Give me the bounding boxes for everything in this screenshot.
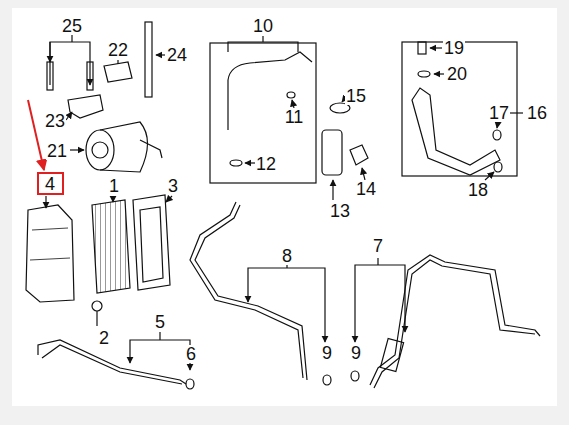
- callout-number: 15: [345, 87, 367, 105]
- callout-number: 18: [467, 181, 489, 199]
- callout-number: 16: [526, 104, 548, 122]
- callout-number: 24: [166, 46, 188, 64]
- callout-number: 13: [329, 202, 351, 220]
- callout-number: 17: [488, 104, 510, 122]
- callout-number: 19: [443, 39, 465, 57]
- callout-number: 9: [350, 344, 362, 362]
- callout-number: 12: [255, 155, 277, 173]
- callout-number: 14: [355, 180, 377, 198]
- callout-number: 22: [107, 41, 129, 59]
- callout-number: 10: [252, 17, 274, 35]
- callout-number: 11: [284, 108, 305, 126]
- callout-number: 1: [108, 177, 120, 195]
- callout-number: 8: [281, 247, 293, 265]
- callout-number: 2: [98, 329, 110, 347]
- callout-number: 6: [185, 345, 197, 363]
- callout-number: 23: [44, 112, 66, 130]
- callout-number: 5: [154, 313, 166, 331]
- callout-number: 7: [372, 237, 384, 255]
- callout-number: 3: [167, 177, 179, 195]
- callout-number: 25: [61, 17, 83, 35]
- callout-number: 21: [46, 142, 68, 160]
- callout-number: 4: [44, 175, 56, 193]
- callout-number: 9: [321, 344, 333, 362]
- callout-number: 20: [446, 65, 468, 83]
